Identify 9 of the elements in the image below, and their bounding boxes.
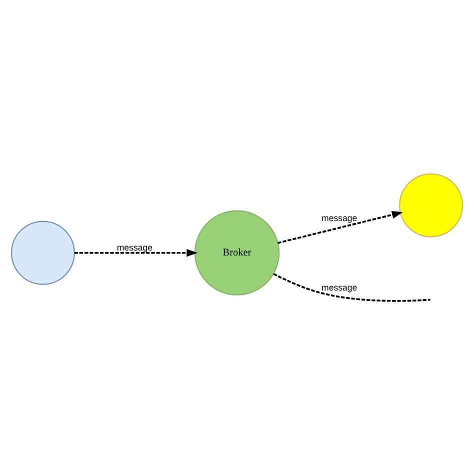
node-circle: Broker xyxy=(194,210,280,295)
node-circle xyxy=(10,220,75,284)
connector xyxy=(273,272,430,302)
node-circle xyxy=(399,172,464,237)
edge-label: message xyxy=(116,242,152,252)
arrow xyxy=(74,248,198,256)
edge-label: message xyxy=(322,212,358,223)
edge-label: message xyxy=(322,282,358,292)
arrow xyxy=(278,210,403,244)
